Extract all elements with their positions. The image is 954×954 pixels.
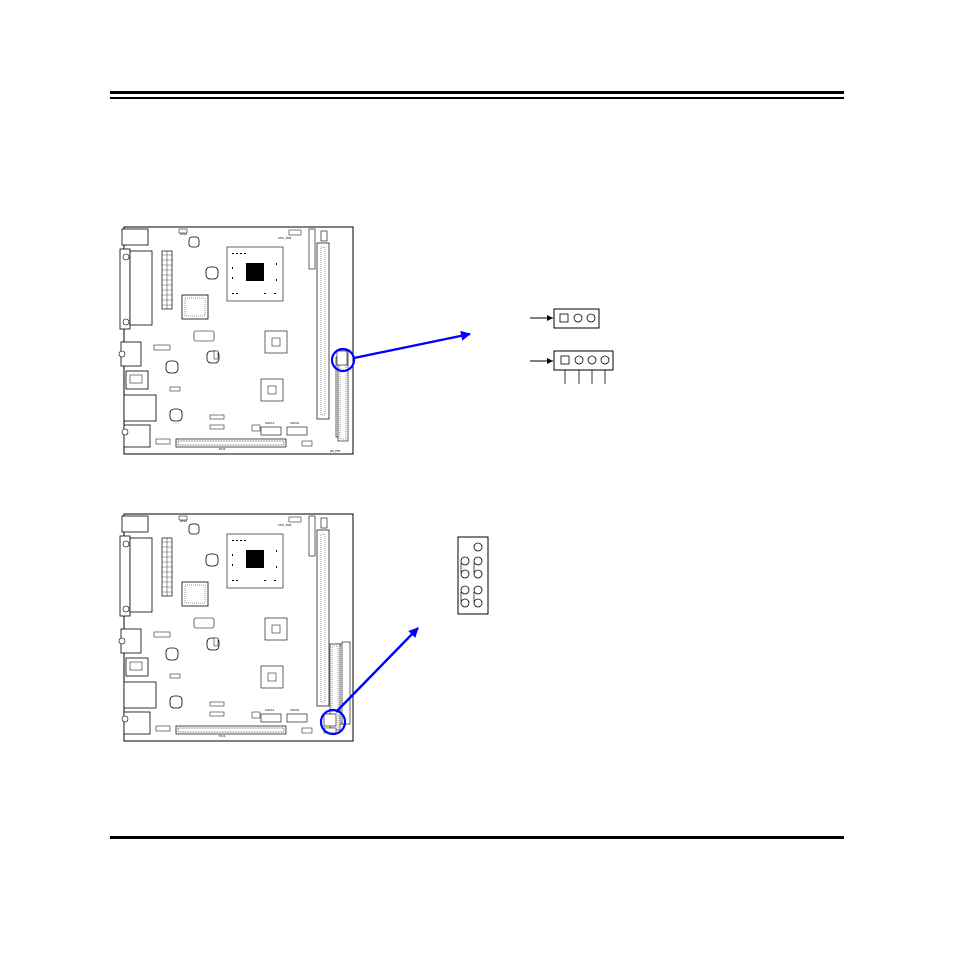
sata2-label: SATA2 (290, 421, 299, 425)
fan-label: JFAN (179, 232, 187, 236)
panel-label: JW_FP1 (329, 449, 341, 453)
sata1-label: SATA1 (265, 708, 274, 712)
four-pin-connector-diagram (530, 350, 614, 384)
cpu-fan-label: CPU_FAN (278, 236, 291, 240)
highlight-circle-bottom (319, 708, 347, 736)
fan-label: JFAN (179, 519, 187, 523)
pointer-arrow-top (353, 330, 471, 360)
pci-label: PCI1 (219, 447, 226, 451)
motherboard-bottom: JFAN CPU_FAN PCI1 SATA1 SATA2 (118, 513, 354, 742)
header-rule-top (110, 91, 844, 94)
footer-rule (110, 836, 844, 839)
highlight-circle-top (330, 347, 356, 373)
pointer-arrow-bottom (335, 627, 419, 713)
cpu-fan-label: CPU_FAN (278, 523, 291, 527)
sata1-label: SATA1 (265, 421, 274, 425)
header-rule-bottom (110, 97, 844, 99)
motherboard-top: JFAN CPU_FAN PCI1 SATA1 SATA2 JW_FP1 (118, 226, 354, 455)
header-pin-diagram (457, 536, 489, 615)
pci-label: PCI1 (219, 734, 226, 738)
three-pin-connector-diagram (530, 308, 600, 329)
sata2-label: SATA2 (290, 708, 299, 712)
